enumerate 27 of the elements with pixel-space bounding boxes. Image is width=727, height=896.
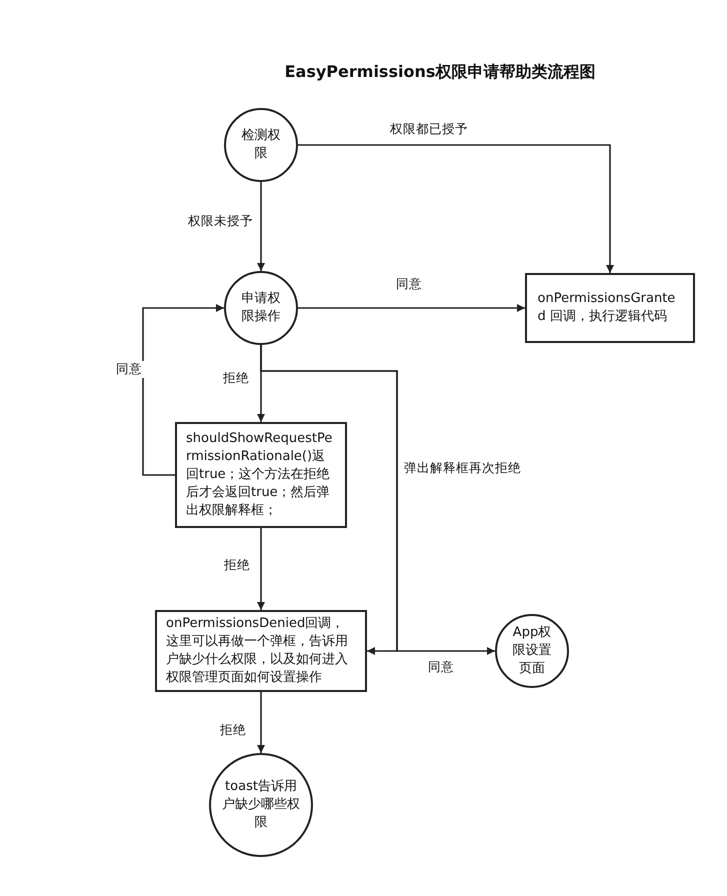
edge-label: 权限都已授予 <box>388 121 470 138</box>
edge-label: 弹出解释框再次拒绝 <box>402 460 523 477</box>
edge-label: 同意 <box>426 659 456 676</box>
arrow <box>142 304 224 476</box>
node-text: 检测权限 <box>240 127 282 163</box>
edge-label: 拒绝 <box>221 370 251 387</box>
arrow <box>257 182 265 271</box>
arrow <box>298 304 525 312</box>
arrow <box>298 144 614 273</box>
process-box <box>155 610 367 692</box>
title: EasyPermissions权限申请帮助类流程图 <box>284 62 596 83</box>
process-box <box>175 422 347 528</box>
node-text: shouldShowRequestPermissionRationale()返回true；这个方法在拒绝后才会返回true；然后弹出权限解释框； <box>186 430 334 520</box>
node-text: onPermissionsGranted 回调，执行逻辑代码 <box>538 290 676 326</box>
edge-label: 同意 <box>394 276 424 293</box>
arrow <box>257 528 265 610</box>
arrow <box>257 692 265 753</box>
node-text: 申请权限操作 <box>240 290 282 326</box>
edge-label: 同意 <box>114 361 144 378</box>
node-text: onPermissionsDenied回调，这里可以再做一个弹框，告诉用户缺少什么权限，以及如何进入权限管理页面如何设置操作 <box>166 615 349 687</box>
node-text: toast告诉用户缺少哪些权限 <box>221 778 301 832</box>
node-text: App权限设置页面 <box>512 624 552 678</box>
edge-label: 权限未授予 <box>186 213 255 230</box>
process-box <box>525 273 695 343</box>
edge-label: 拒绝 <box>222 557 252 574</box>
arrow <box>260 345 495 655</box>
edge-label: 拒绝 <box>218 722 248 739</box>
